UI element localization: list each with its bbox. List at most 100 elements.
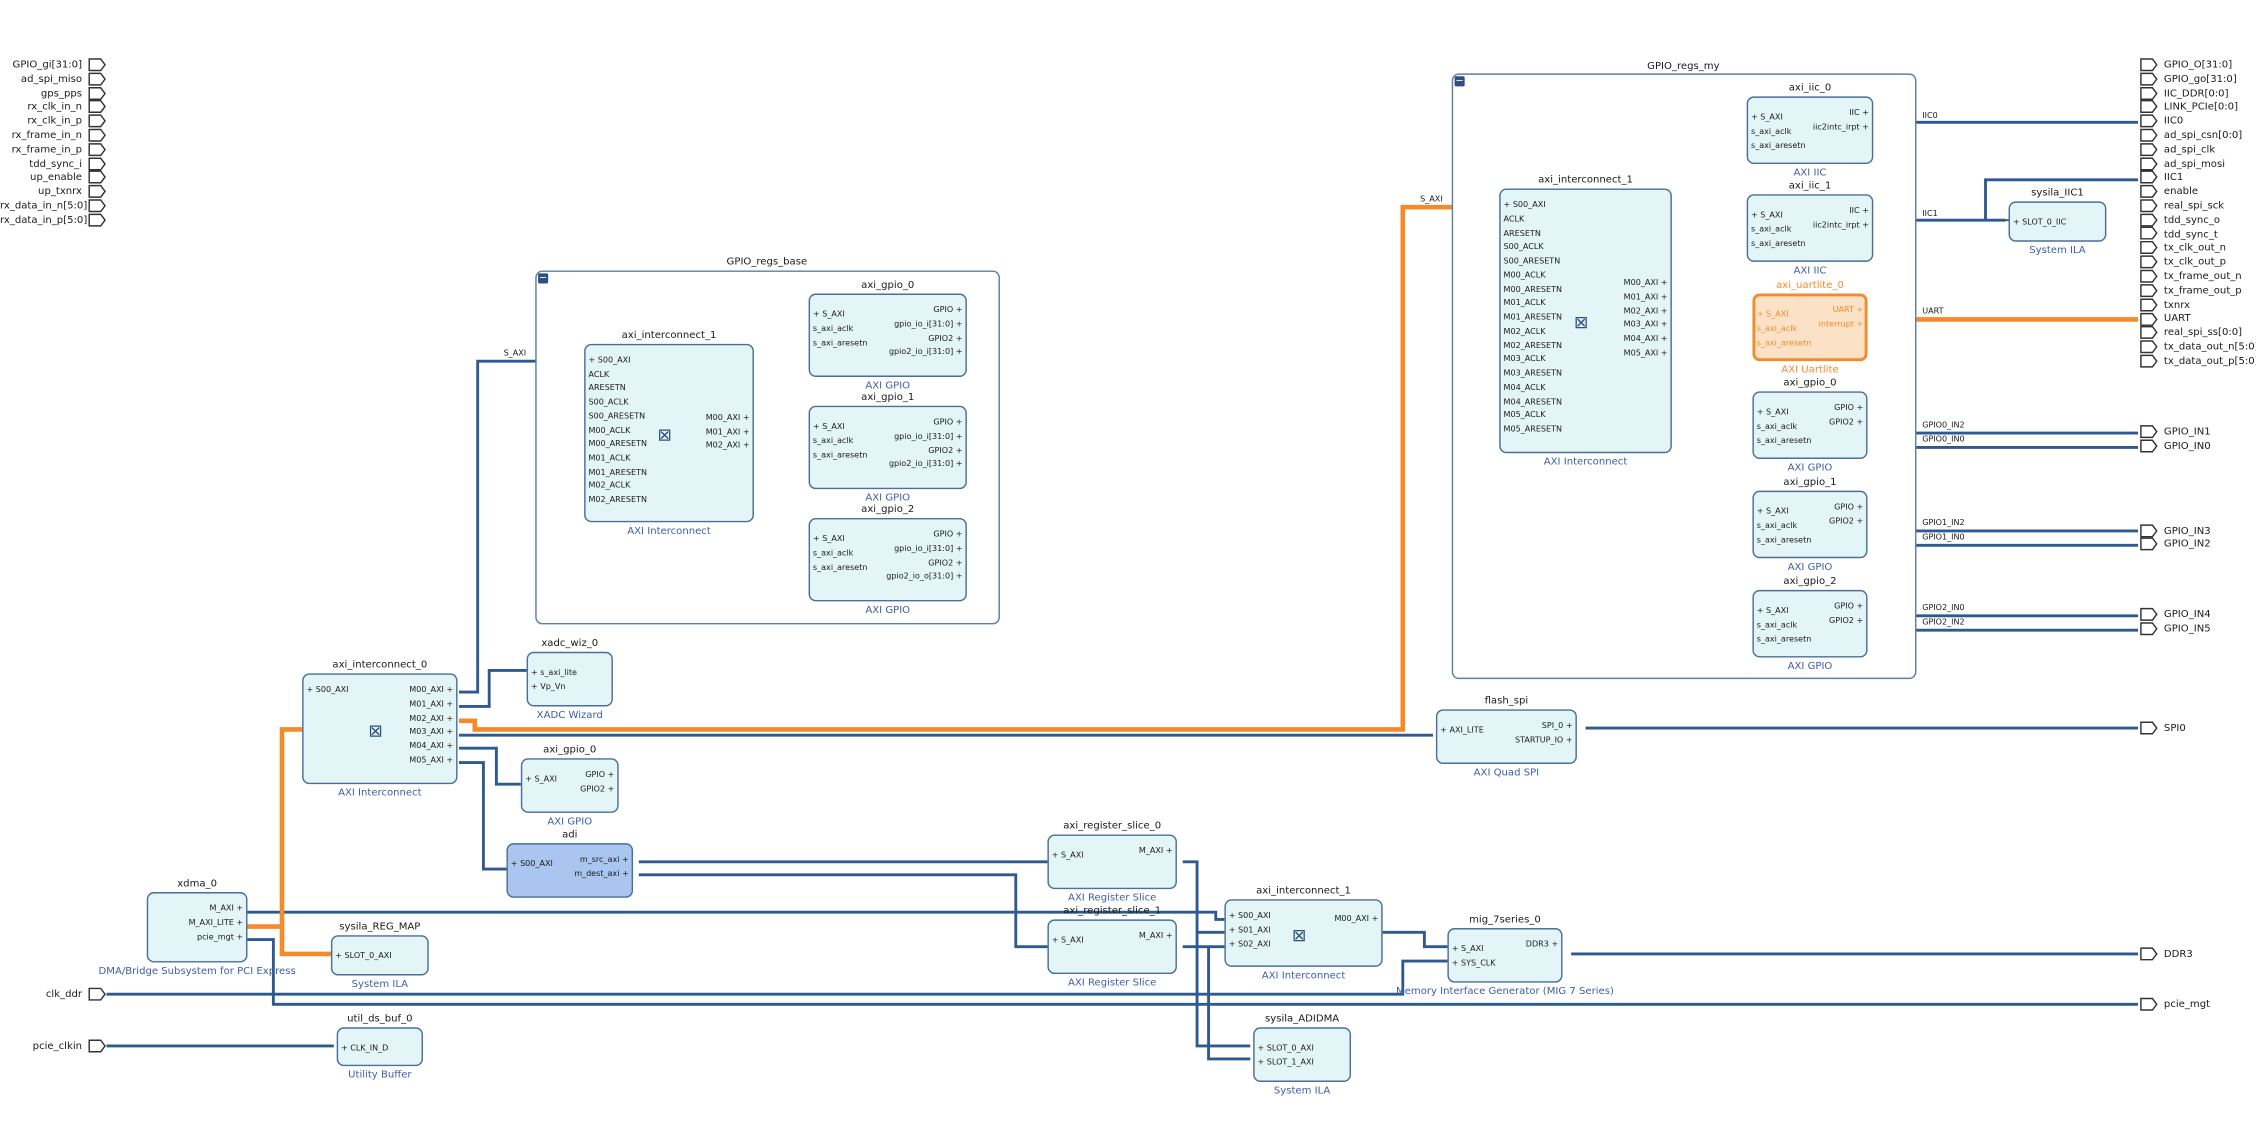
port-gpio2[interactable]: GPIO2 + [928, 559, 963, 568]
port-gpio-io-i-31-0-[interactable]: gpio_io_i[31:0] + [894, 545, 963, 554]
port-s00-axi[interactable]: + S00_AXI [510, 860, 553, 870]
port-slot-0-axi[interactable]: + SLOT_0_AXI [1257, 1044, 1314, 1054]
port-s02-axi[interactable]: + S02_AXI [1228, 940, 1271, 950]
block-adi[interactable] [506, 843, 634, 898]
port-m05-aclk[interactable]: M05_ACLK [1503, 411, 1546, 421]
block-ubuf[interactable] [336, 1027, 424, 1067]
port-clk-in-d[interactable]: + CLK_IN_D [340, 1044, 389, 1054]
port-ext-right[interactable]: LINK_PCIe[0:0] [2163, 101, 2239, 113]
port-aresetn[interactable]: ARESETN [588, 384, 626, 394]
port-ext-left[interactable]: tdd_sync_i [29, 157, 83, 170]
port-pcie-clkin[interactable]: pcie_clkin [32, 1040, 83, 1052]
port-sys-clk[interactable]: + SYS_CLK [1451, 959, 1496, 969]
port-gpio2[interactable]: GPIO2 + [928, 446, 963, 456]
port-ext-right[interactable]: UART [2163, 312, 2191, 325]
block-ic-my[interactable] [1499, 188, 1672, 454]
port-clk-ddr[interactable]: clk_ddr [45, 988, 83, 1000]
block-ilareg[interactable] [330, 935, 429, 976]
port-s-axi-aclk[interactable]: s_axi_aclk [812, 437, 854, 446]
port-m-axi[interactable]: M_AXI + [1138, 932, 1173, 941]
port-s-axi-aclk[interactable]: s_axi_aclk [1756, 324, 1798, 334]
port-interrupt[interactable]: interrupt + [1818, 320, 1864, 330]
block-mig[interactable] [1447, 928, 1563, 983]
port-ext-right[interactable]: tx_frame_out_p [2163, 284, 2242, 297]
port-ext-right[interactable]: GPIO_IN1 [2163, 425, 2211, 438]
port-s-axi-aclk[interactable]: s_axi_aclk [1750, 225, 1792, 235]
port-m05-axi[interactable]: M05_AXI + [1623, 349, 1668, 358]
port-m01-aclk[interactable]: M01_ACLK [588, 454, 631, 464]
port-m03-axi[interactable]: M03_AXI + [409, 728, 454, 738]
port-ext-right[interactable]: tdd_sync_o [2163, 214, 2221, 226]
port-s-axi-aresetn[interactable]: s_axi_aresetn [812, 563, 868, 573]
port-s-axi-aresetn[interactable]: s_axi_aresetn [1750, 141, 1806, 151]
port-ext-right[interactable]: ad_spi_clk [2163, 143, 2216, 156]
block-xdma[interactable] [146, 892, 248, 963]
block-gb1[interactable] [808, 405, 967, 490]
port-ext-right[interactable]: GPIO_go[31:0] [2163, 73, 2237, 85]
port-ddr3[interactable]: DDR3 + [1525, 940, 1559, 950]
block-xadc[interactable] [526, 651, 613, 707]
port-spi-0[interactable]: SPI_0 + [1541, 722, 1573, 731]
port-s-axi-aresetn[interactable]: s_axi_aresetn [1756, 536, 1812, 545]
port-m05-aresetn[interactable]: M05_ARESETN [1503, 425, 1563, 435]
port-ext-right[interactable]: tx_clk_out_p [2163, 256, 2227, 268]
block-ic0[interactable] [302, 673, 458, 785]
port-aclk[interactable]: ACLK [588, 370, 610, 380]
port-gpio[interactable]: GPIO + [1834, 404, 1864, 413]
port-m02-aclk[interactable]: M02_ACLK [588, 482, 631, 492]
port-s-axi-aresetn[interactable]: s_axi_aresetn [1756, 436, 1812, 446]
port-s-axi[interactable]: + S_AXI [1756, 408, 1789, 418]
port-gpio[interactable]: GPIO + [933, 418, 963, 428]
block-gm0[interactable] [1752, 391, 1868, 459]
port-m-src-axi[interactable]: m_src_axi + [579, 856, 629, 865]
port-m03-aclk[interactable]: M03_ACLK [1503, 355, 1546, 365]
port-m04-aclk[interactable]: M04_ACLK [1503, 383, 1546, 393]
port-s-axi[interactable]: + S_AXI [1451, 945, 1484, 954]
port-m02-axi[interactable]: M02_AXI + [1623, 307, 1668, 316]
port-s-axi-aresetn[interactable]: s_axi_aresetn [812, 451, 868, 460]
port-s-axi[interactable]: + S_AXI [812, 310, 845, 320]
port-ext-right[interactable]: txnrx [2163, 298, 2191, 311]
port-slot-0-axi[interactable]: + SLOT_0_AXI [335, 952, 392, 962]
collapse-icon[interactable]: − [538, 271, 549, 284]
port-slot-1-axi[interactable]: + SLOT_1_AXI [1257, 1058, 1314, 1068]
port-gpio[interactable]: GPIO + [933, 530, 963, 540]
port-gpio[interactable]: GPIO + [1834, 503, 1864, 513]
port-iic2intc-irpt[interactable]: iic2intc_irpt + [1812, 221, 1869, 230]
port-gpio2-io-o-31-0-[interactable]: gpio2_io_o[31:0] + [886, 573, 963, 582]
port-ext-right[interactable]: SPI0 [2163, 722, 2186, 734]
block-ic1b[interactable] [1224, 899, 1383, 967]
port-m04-aresetn[interactable]: M04_ARESETN [1503, 397, 1563, 407]
port-m00-axi[interactable]: M00_AXI + [1334, 915, 1379, 924]
port-gpio2[interactable]: GPIO2 + [928, 334, 963, 344]
port-aclk[interactable]: ACLK [1503, 215, 1525, 225]
port-ext-left[interactable]: rx_data_in_n[5:0] [0, 199, 88, 212]
port-vp-vn[interactable]: + Vp_Vn [530, 683, 566, 692]
port-s-axi[interactable]: + S_AXI [1750, 113, 1783, 123]
port-ext-right[interactable]: GPIO_IN2 [2163, 538, 2211, 550]
port-m02-aresetn[interactable]: M02_ARESETN [588, 496, 648, 506]
port-m02-aclk[interactable]: M02_ACLK [1503, 327, 1546, 337]
port-m03-aresetn[interactable]: M03_ARESETN [1503, 369, 1563, 379]
port-s-axi-lite[interactable]: + s_axi_lite [530, 669, 577, 678]
port-pcie-mgt[interactable]: pcie_mgt + [197, 933, 244, 942]
block-gb0[interactable] [808, 293, 967, 377]
block-gm1[interactable] [1752, 490, 1868, 559]
port-s-axi[interactable]: + S_AXI [1051, 851, 1084, 861]
block-ila1[interactable] [2008, 201, 2107, 242]
port-uart[interactable]: UART + [1832, 306, 1864, 316]
port-ext-left[interactable]: rx_frame_in_n [11, 129, 83, 142]
port-ext-right[interactable]: GPIO_IN0 [2163, 440, 2211, 452]
port-s-axi-aresetn[interactable]: s_axi_aresetn [1750, 239, 1806, 249]
port-m-axi[interactable]: M_AXI + [1138, 847, 1173, 857]
port-m00-aresetn[interactable]: M00_ARESETN [1503, 285, 1563, 295]
port-ext-left[interactable]: ad_spi_miso [20, 73, 83, 85]
port-ext-right[interactable]: GPIO_O[31:0] [2163, 58, 2233, 71]
port-ext-left[interactable]: gps_pps [40, 87, 83, 99]
port-m00-axi[interactable]: M00_AXI + [409, 686, 454, 695]
port-s-axi-aclk[interactable]: s_axi_aclk [1756, 621, 1798, 630]
port-s-axi[interactable]: + S_AXI [812, 535, 845, 544]
port-s00-aclk[interactable]: S00_ACLK [1503, 243, 1544, 253]
port-s-axi[interactable]: + S_AXI [1756, 607, 1789, 616]
port-m00-axi[interactable]: M00_AXI + [705, 414, 750, 424]
